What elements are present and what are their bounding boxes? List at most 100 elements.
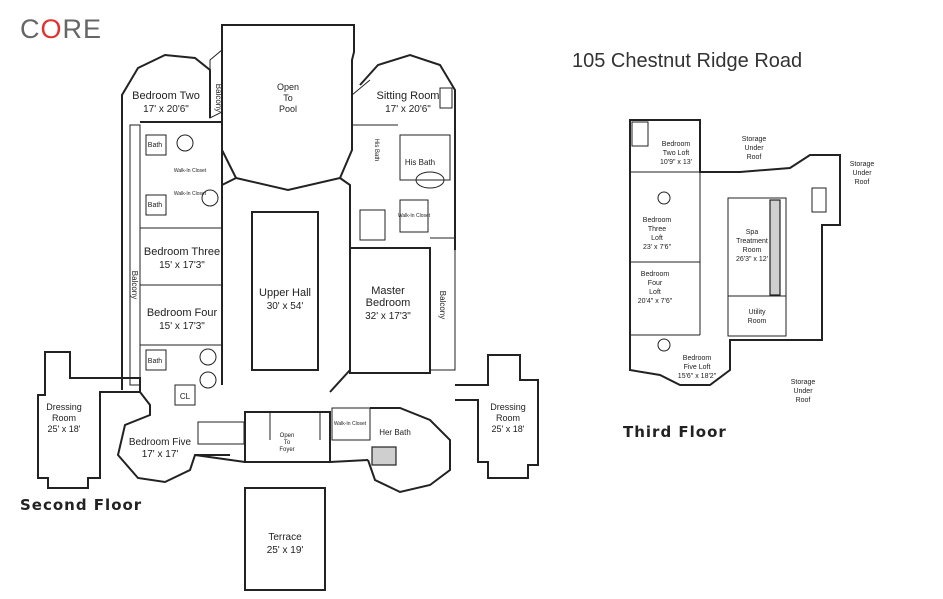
bedroom-two-outline [121,53,211,118]
balcony-c-label: Balcony [130,271,139,299]
master-bedroom-outline [349,247,431,374]
bedroom-four-label: Bedroom Four [147,307,218,319]
bedroom-four-loft-line2: Four [648,280,663,287]
spa-line2: Treatment [736,238,768,245]
bedroom-four-loft-size: 20'4" x 7'6" [638,298,673,305]
second-floor-title: Second Floor [20,496,143,514]
terrace-label: Terrace [268,532,302,543]
storage-a-line2: Under [744,145,764,152]
spa-size: 26'3" x 12' [736,256,768,263]
open-to-foyer-line3: Foyer [279,447,294,453]
utility-line2: Room [748,318,767,325]
terrace-outline [244,487,326,591]
balcony-b-label: Balcony [438,291,447,319]
storage-b-line1: Storage [850,161,875,168]
bedroom-three-loft-size: 23' x 7'6" [643,244,672,251]
sitting-room-outline [359,53,456,250]
bedroom-three-size: 15' x 17'3" [159,260,205,271]
bedroom-five-size: 17' x 17' [142,449,179,460]
storage-a-line3: Roof [747,154,762,161]
third-stair-top [631,121,649,147]
upper-hall-inner [251,211,319,371]
spa-line1: Spa [746,229,759,236]
storage-b-line3: Roof [855,179,870,186]
his-bath-label: His Bath [405,158,435,167]
walk-in-closet-b-label: Walk-In Closet [174,191,207,197]
master-bedroom-line2: Bedroom [366,297,411,309]
bedroom-five-loft-line2: Five Loft [684,364,711,371]
storage-c-line3: Roof [796,397,811,404]
terrace-size: 25' x 19' [267,545,304,556]
her-bath-outline [367,407,451,494]
spa-line3: Room [743,247,762,254]
storage-c-line1: Storage [791,379,816,386]
bedroom-five-outline [116,391,230,484]
her-bath-label: Her Bath [379,428,411,437]
bath-box [145,194,167,216]
bedroom-two-loft-line2: Two Loft [663,150,690,157]
open-to-pool-line2: To [283,93,293,103]
dressing-right-line2: Room [496,413,520,423]
walk-in-closet-d [331,407,371,441]
master-bedroom-line1: Master [371,285,405,297]
bedroom-two-label: Bedroom Two [132,90,200,102]
utility-line1: Utility [748,309,766,316]
spiral-stair [201,189,219,207]
spa-room-shading [769,199,781,296]
sitting-room-label: Sitting Room [377,90,440,102]
left-dressing-room-outline [37,351,141,489]
cl-box [174,384,196,406]
cl-label: CL [180,392,191,401]
bedroom-two-loft-line1: Bedroom [662,141,691,148]
sitting-room-size: 17' x 20'6" [385,104,431,115]
balcony-left [129,124,141,386]
bath-1-label: Bath [148,142,163,149]
third-floor-title: Third Floor [623,423,727,441]
front-connectors [194,454,369,463]
open-to-pool-line3: Pool [279,104,297,114]
walk-in-closet-a-label: Walk-In Closet [174,168,207,174]
walk-in-closet-d-label: Walk-In Closet [334,421,367,427]
upper-hall-label: Upper Hall [259,287,311,299]
sitting-room-walls [351,79,398,126]
logo-text-post: RE [62,14,103,44]
walk-in-closet-c [399,199,429,233]
bedroom-three-loft-line3: Loft [651,235,663,242]
utility-room-box [727,295,787,337]
right-dressing-room-outline [455,354,539,479]
upper-hall-size: 30' x 54' [267,301,304,312]
his-bath-box [399,134,451,181]
foyer-stairs [255,411,321,440]
spiral-stair [199,371,217,389]
dressing-left-line1: Dressing [46,402,82,412]
bedroom-three-loft-line1: Bedroom [643,217,672,224]
spiral-stair [176,134,194,152]
bedroom-three-loft-line2: Three [648,226,666,233]
open-to-foyer-line1: Open [280,433,295,439]
bath-right-of-bed5 [197,421,245,445]
dressing-right-size: 25' x 18' [492,424,525,434]
third-spiral-stair [657,338,671,352]
bedroom-five-loft-size: 15'6" x 18'2" [678,373,717,380]
storage-b-line2: Under [852,170,872,177]
master-bedroom-size: 32' x 17'3" [365,311,411,322]
bedroom-three-label: Bedroom Three [144,246,220,258]
his-bath-vertical-label: His Bath [373,139,379,162]
bathtub [415,171,445,189]
bath-box [145,349,167,371]
balcony-a-label: Balcony [214,84,223,112]
logo-text-o: O [40,14,63,44]
property-address: 105 Chestnut Ridge Road [572,50,803,72]
bedroom-four-loft-line3: Loft [649,289,661,296]
second-floor-plan: Balcony Open To Pool Bedroom Two 17' x 2… [37,24,539,591]
bedroom-five-loft-line1: Bedroom [683,355,712,362]
open-to-pool-outline [221,24,355,192]
core-logo: CORE [20,14,102,45]
shower-fill [371,446,397,466]
bedroom-four-loft-line1: Bedroom [641,271,670,278]
balcony-right [430,237,456,371]
storage-a-line1: Storage [742,136,767,143]
third-spiral-stair [657,191,671,205]
open-to-foyer-line2: To [284,440,291,446]
third-stair-right [811,187,827,213]
